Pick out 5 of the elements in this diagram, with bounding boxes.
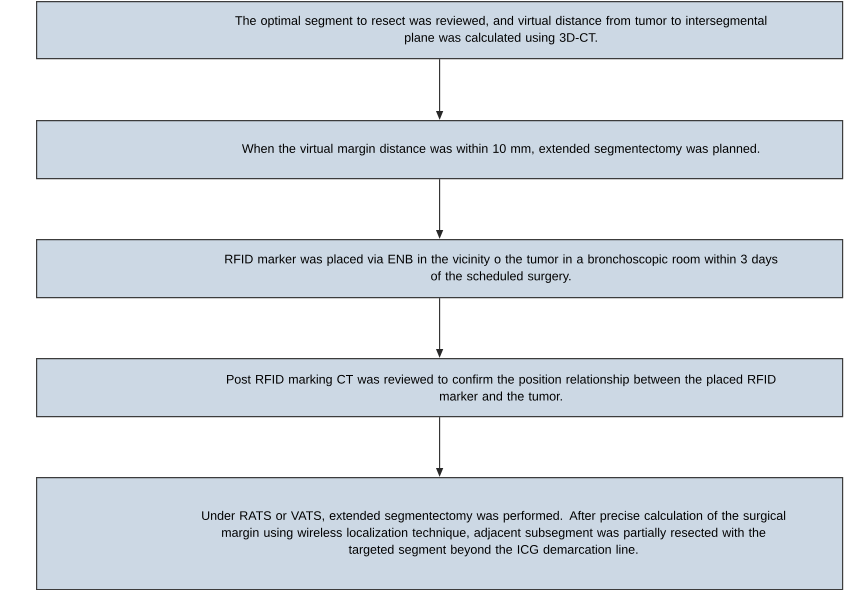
process-box: RFID marker was placed via ENB in the vicinity o the tumor in a bronchoscopic room within 3 days of the scheduled surgery.	[36, 239, 844, 298]
process-box: Post RFID marking CT was reviewed to confirm the position relationship between the placed RFID marker and the tumor.	[36, 358, 844, 418]
process-box: When the virtual margin distance was within 10 mm, extended segmentectomy was planned.	[36, 120, 844, 180]
process-box: The optimal segment to resect was reviewed, and virtual distance from tumor to intersegmental plane was calculated using 3D-CT.	[36, 1, 844, 60]
process-box: Under RATS or VATS, extended segmentectomy was performed. After precise calculation of the surgical margin using wireless localization technique, adjacent subsegment was partially resected with the targeted segment beyond the ICG demarcation line.	[36, 477, 844, 590]
